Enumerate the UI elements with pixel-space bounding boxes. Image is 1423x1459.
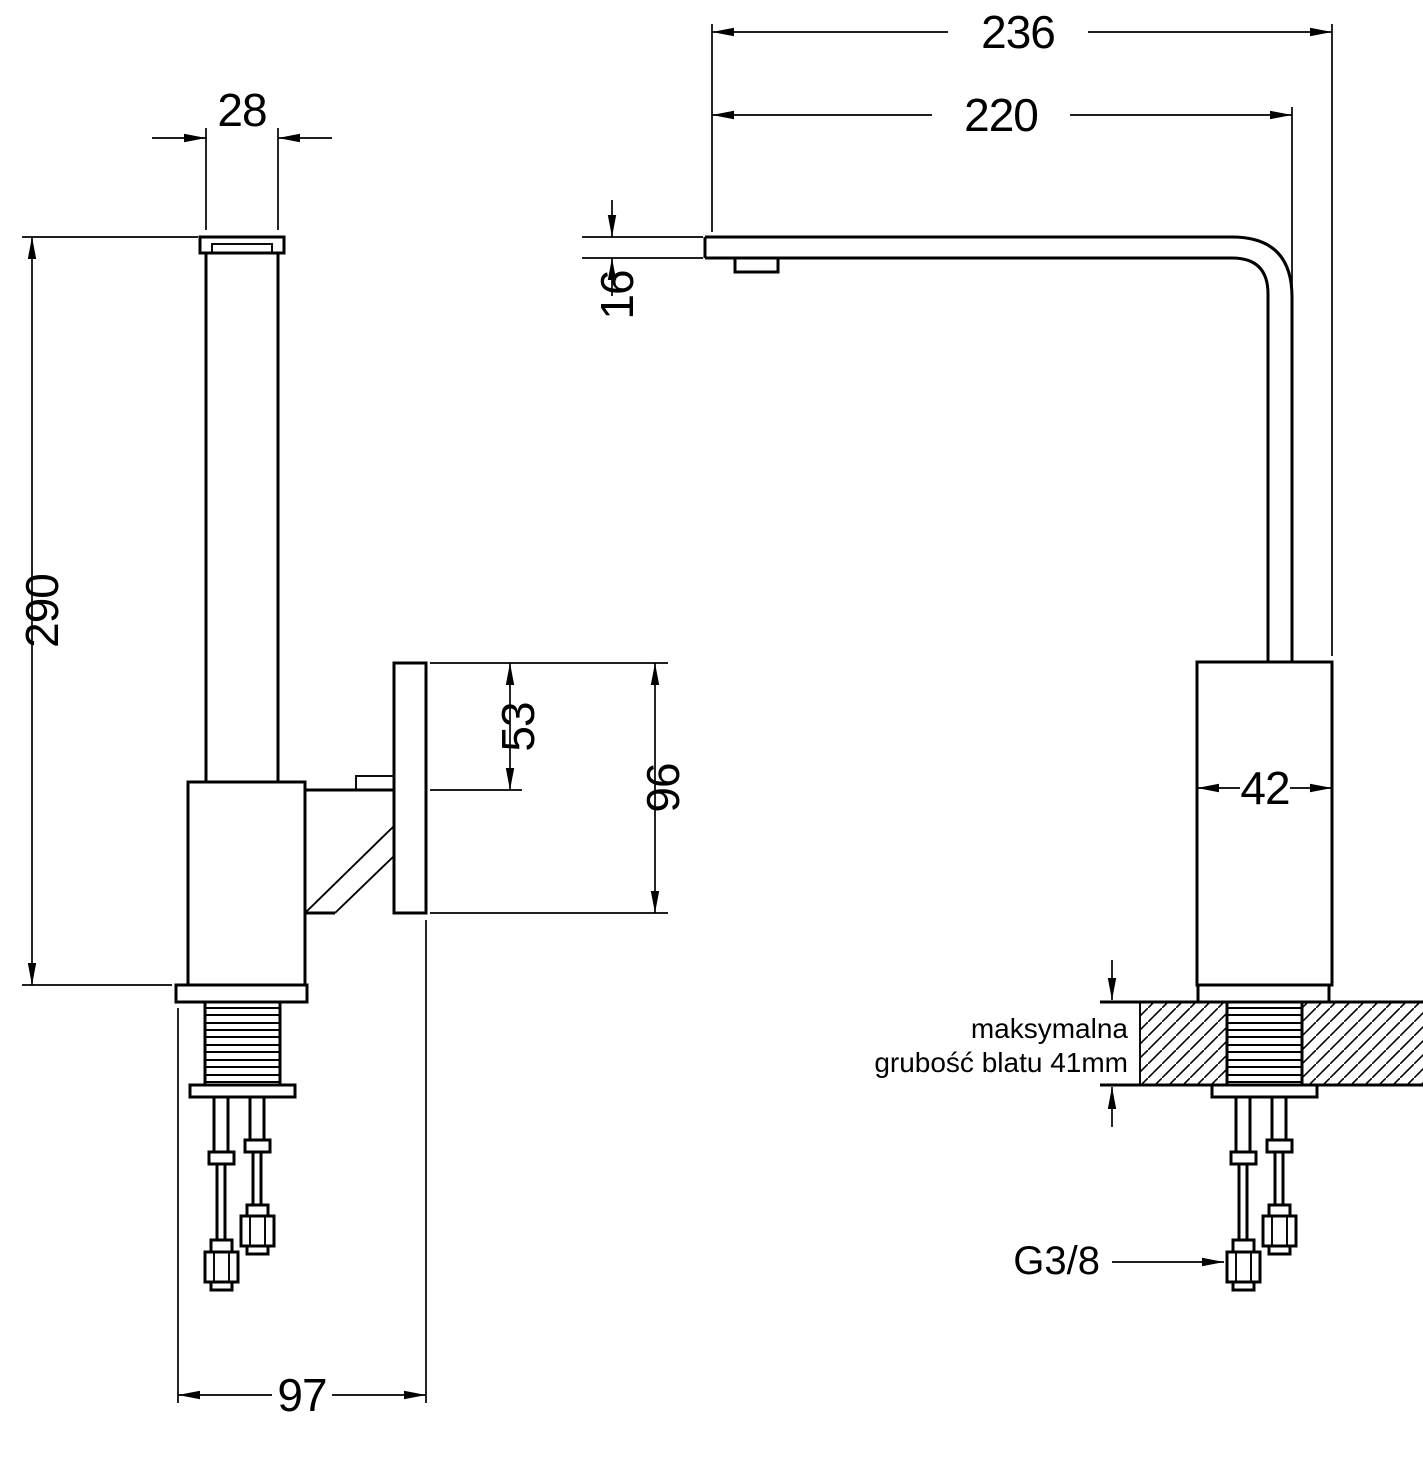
base-depth-label: 97 — [277, 1369, 326, 1421]
spout-thickness-label: 16 — [591, 270, 643, 319]
handle-pivot-boss — [355, 775, 395, 791]
mounting-nut — [188, 1083, 297, 1099]
base-flange — [174, 983, 309, 1004]
aerator — [733, 256, 780, 274]
countertop-note-line1: maksymalna — [971, 1013, 1129, 1044]
faucet-body-side — [186, 780, 307, 987]
spout-width-label: 28 — [217, 84, 266, 136]
supply-hose-right — [239, 1097, 276, 1256]
dim-base-depth: 97 — [177, 920, 427, 1421]
dim-handle-offset: 53 — [430, 662, 668, 791]
thread-size-label: G3/8 — [1013, 1239, 1100, 1283]
countertop-hatch-left — [1140, 1002, 1227, 1085]
side-view — [174, 235, 428, 1292]
countertop — [1100, 1000, 1423, 1087]
spout-cap-inset — [211, 243, 273, 254]
countertop-note-line2: grubość blatu 41mm — [874, 1047, 1128, 1078]
mounting-hardware — [174, 983, 309, 1292]
dim-thread-callout: G3/8 — [1013, 1239, 1224, 1283]
total-reach-label: 236 — [981, 6, 1055, 58]
hose-nut — [203, 1250, 240, 1284]
body-width-label: 42 — [1240, 762, 1289, 814]
threaded-shank — [205, 1007, 280, 1083]
dim-handle-height: 96 — [430, 663, 689, 914]
dim-total-reach: 236 — [711, 6, 1333, 656]
handle-lever — [304, 661, 428, 915]
dim-spout-reach: 220 — [712, 89, 1293, 295]
handle-height-label: 96 — [637, 763, 689, 812]
spout-column — [198, 235, 286, 782]
dim-spout-thickness: 16 — [582, 200, 703, 320]
handle-paddle — [392, 661, 428, 915]
dim-height: 290 — [16, 236, 198, 986]
dim-body-width: 42 — [1197, 762, 1332, 814]
dim-countertop-thickness: maksymalna grubość blatu 41mm — [874, 960, 1128, 1127]
dim-spout-width: 28 — [152, 84, 332, 230]
spout-front — [703, 235, 1294, 662]
hose-nut — [239, 1214, 276, 1248]
spout-reach-label: 220 — [964, 89, 1038, 141]
supply-hose-left — [203, 1097, 240, 1292]
faucet-body-front — [1195, 660, 1334, 987]
dimensions: 28 290 53 96 97 — [16, 6, 1333, 1421]
height-label: 290 — [16, 574, 68, 648]
front-view — [703, 235, 1423, 1292]
handle-offset-label: 53 — [492, 702, 544, 751]
countertop-hatch-right — [1302, 1002, 1423, 1085]
